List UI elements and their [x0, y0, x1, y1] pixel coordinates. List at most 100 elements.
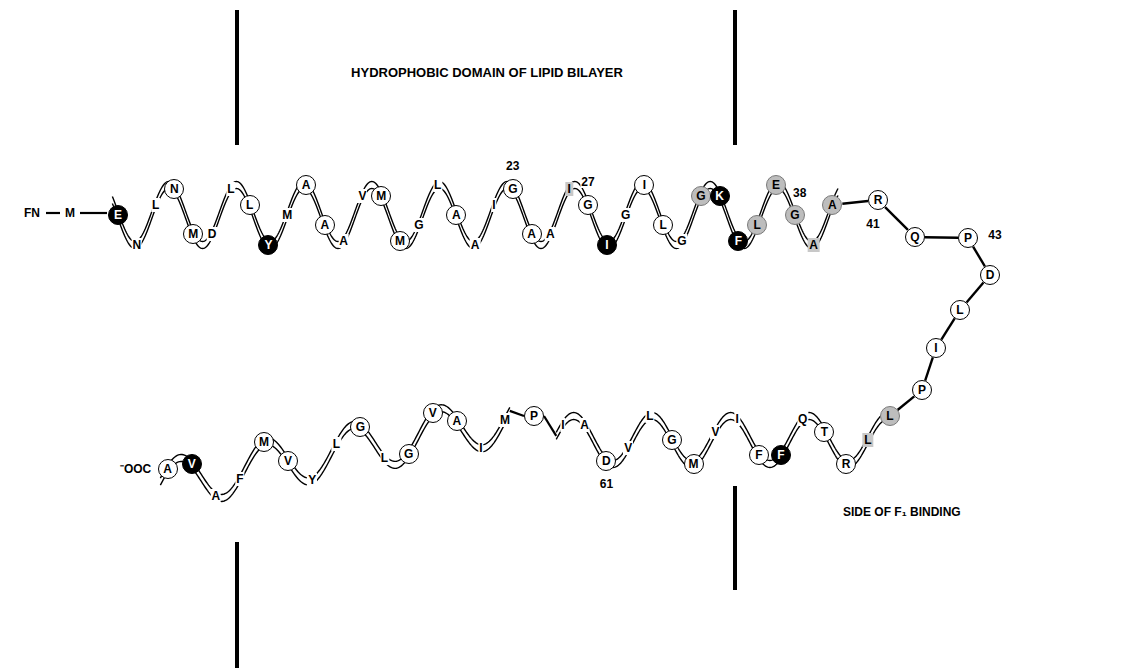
chain-connector	[941, 318, 954, 339]
chain-connector	[842, 201, 868, 204]
residue-letter: A	[302, 179, 311, 191]
residue-letter: A	[452, 415, 461, 427]
residue-circle: A	[446, 205, 466, 225]
residue-letter: L	[754, 219, 761, 231]
residue-circle: L	[747, 215, 767, 235]
residue-letter: A	[320, 219, 329, 231]
residue-circle: P	[524, 406, 544, 426]
residue-letter: I	[735, 412, 740, 426]
residue-circle: G	[350, 417, 370, 437]
membrane-boundary	[733, 10, 737, 145]
residue-letter: K	[715, 190, 724, 202]
residue-number: 43	[987, 229, 1002, 241]
residue-circle: G	[578, 195, 598, 215]
membrane-boundary	[733, 486, 737, 590]
residue-letter: G	[696, 190, 705, 202]
residue-number: 61	[599, 478, 614, 490]
residue-letter: P	[918, 384, 926, 396]
residue-circle: R	[836, 454, 856, 474]
residue-circle: V	[278, 451, 298, 471]
residue-circle: I	[597, 235, 617, 255]
residue-letter: L	[151, 198, 160, 212]
residue-circle: A	[315, 215, 335, 235]
residue-circle: L	[240, 195, 260, 215]
residue-letter: Y	[264, 239, 272, 251]
residue-circle: A	[822, 195, 842, 215]
residue-letter: A	[579, 418, 590, 432]
residue-letter: D	[602, 455, 611, 467]
residue-circle: T	[814, 422, 834, 442]
residue-letter: I	[643, 179, 646, 191]
chain-connector	[967, 283, 984, 303]
residue-letter: M	[281, 208, 293, 222]
residue-circle: I	[634, 175, 654, 195]
residue-letter: R	[874, 194, 883, 206]
residue-circle: F	[749, 445, 769, 465]
residue-circle: Q	[905, 227, 925, 247]
residue-letter: A	[545, 227, 556, 241]
residue-circle: G	[503, 179, 523, 199]
residue-circle: A	[296, 175, 316, 195]
helix-ribbon	[160, 405, 509, 495]
chain-connector	[885, 207, 908, 230]
region-label: HYDROPHOBIC DOMAIN OF LIPID BILAYER	[351, 66, 623, 79]
residue-letter: I	[560, 418, 565, 432]
helix-ribbon	[112, 182, 889, 502]
residue-letter: M	[395, 235, 405, 247]
residue-circle: V	[182, 454, 202, 474]
residue-letter: L	[380, 451, 389, 465]
residue-letter: A	[163, 463, 172, 475]
chain-connector	[973, 247, 985, 267]
chain-line	[544, 416, 556, 436]
residue-circle: G	[662, 430, 682, 450]
residue-letter: G	[667, 434, 676, 446]
membrane-boundary	[235, 10, 737, 668]
helix-ribbon	[112, 182, 838, 242]
residue-letter: L	[246, 199, 253, 211]
residue-circle: M	[183, 224, 203, 244]
residue-circle: N	[164, 179, 184, 199]
residue-letter: F	[235, 472, 244, 486]
residue-letter: L	[956, 304, 963, 316]
residue-letter: A	[338, 234, 349, 248]
residue-letter: V	[284, 455, 292, 467]
residue-letter: T	[821, 426, 828, 438]
residue-circle: G	[785, 205, 805, 225]
chain-line	[46, 212, 60, 214]
residue-circle: A	[158, 459, 178, 479]
residue-circle: Y	[258, 235, 278, 255]
residue-letter: M	[259, 436, 269, 448]
residue-letter: N	[131, 238, 142, 252]
residue-letter: E	[114, 209, 122, 221]
residue-letter: M	[64, 207, 76, 219]
residue-letter: V	[710, 425, 720, 439]
residue-letter: I	[491, 198, 496, 212]
residue-letter: G	[676, 234, 687, 248]
chain-line	[510, 411, 524, 416]
chain-connector	[925, 357, 933, 380]
residue-letter: N	[170, 183, 179, 195]
residue-letter: I	[566, 182, 573, 196]
residue-letter: A	[828, 199, 837, 211]
residue-letter: L	[886, 410, 893, 422]
residue-circle: G	[691, 186, 711, 206]
residue-letter: F	[755, 449, 762, 461]
residue-letter: L	[433, 178, 442, 192]
residue-letter: G	[508, 183, 517, 195]
residue-circle: V	[423, 403, 443, 423]
residue-letter: Y	[307, 473, 317, 487]
residue-letter: M	[689, 458, 699, 470]
residue-letter: V	[357, 189, 367, 203]
residue-letter: G	[413, 218, 424, 232]
residue-letter: A	[807, 238, 820, 252]
residue-letter: G	[404, 448, 413, 460]
residue-circle: G	[399, 444, 419, 464]
residue-letter: G	[583, 199, 592, 211]
residue-circle: A	[447, 411, 467, 431]
region-label: SIDE OF F₁ BINDING	[843, 506, 961, 518]
residue-letter: R	[842, 458, 851, 470]
residue-letter: D	[986, 269, 995, 281]
